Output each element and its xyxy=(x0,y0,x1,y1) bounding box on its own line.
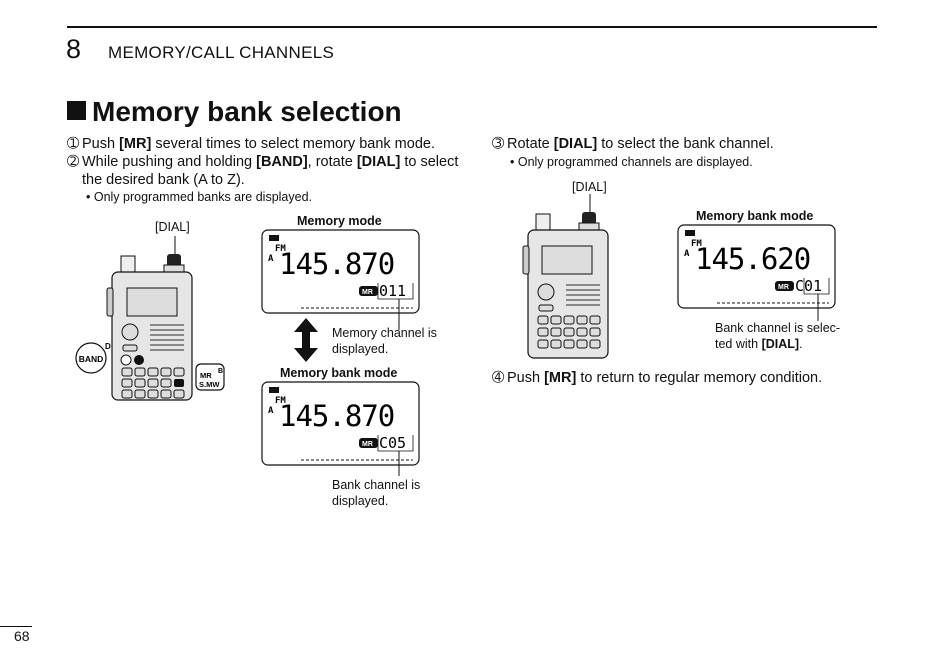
lcd-memory-bank-mode: FM A 145.870 MR C05 xyxy=(261,381,420,467)
lcd-bottom-frequency: 145.870 xyxy=(279,399,394,433)
step-3-text-b: to select the bank channel. xyxy=(597,136,774,152)
lcd-bottom-pointer xyxy=(398,452,400,476)
lcd-top-frequency: 145.870 xyxy=(279,247,394,281)
right-lcd-frequency: 145.620 xyxy=(695,242,810,276)
chapter-title: MEMORY/CALL CHANNELS xyxy=(108,43,335,62)
lcd-memory-mode: FM A 145.870 MR 011 xyxy=(261,229,420,315)
step-2-text: While pushing and holding xyxy=(82,154,257,170)
right-caption-1: Bank channel is selec- xyxy=(715,321,841,335)
band-key-label: BAND xyxy=(79,354,104,364)
bottom-caption-1: Bank channel is xyxy=(332,478,421,492)
right-caption-2-text: ted with xyxy=(715,337,762,351)
step-1-number: ➀ xyxy=(67,136,80,152)
right-lcd-heading: Memory bank mode xyxy=(696,209,814,223)
right-caption-2-key: [DIAL] xyxy=(761,337,800,351)
section-title-text: Memory bank selection xyxy=(92,96,402,127)
right-caption-2: ted with [DIAL]. xyxy=(715,336,803,352)
step-1-text-b: several times to select memory bank mode… xyxy=(151,136,435,152)
arrow-caption-2: displayed. xyxy=(332,342,389,356)
lcd-bottom-mr: MR xyxy=(362,441,373,448)
step-3-note: • Only programmed channels are displayed… xyxy=(510,155,753,169)
step-1-text: Push xyxy=(82,136,120,152)
step-4-key: [MR] xyxy=(544,370,577,386)
mr-key-callout xyxy=(195,363,225,391)
page-number: 68 xyxy=(14,628,30,644)
step-3-number: ➂ xyxy=(492,136,505,152)
step-2-note: • Only programmed banks are displayed. xyxy=(86,190,313,204)
left-dial-label: [DIAL] xyxy=(155,220,190,234)
lcd-top-mr: MR xyxy=(362,289,373,296)
top-rule xyxy=(67,26,877,28)
lcd-top-heading: Memory mode xyxy=(297,214,382,228)
mr-key-label: MR xyxy=(200,371,212,380)
lcd-top-band: A xyxy=(268,254,274,264)
lcd-bottom-mode: FM xyxy=(275,396,286,406)
band-key-callout xyxy=(75,342,107,374)
step-2-key-band: [BAND] xyxy=(256,154,308,170)
page-rule xyxy=(0,626,32,627)
bottom-caption-2: displayed. xyxy=(332,494,389,508)
lcd-top-channel: 011 xyxy=(379,282,406,300)
lcd-bottom-channel: C05 xyxy=(379,434,406,452)
step-2-text-b: , rotate xyxy=(307,154,357,170)
right-lcd-pointer xyxy=(817,295,819,321)
step-2-text-c: to select xyxy=(400,154,459,170)
right-lcd-memory-bank-mode: FM A 145.620 MR C01 xyxy=(677,224,836,310)
step-4-text: Push xyxy=(507,370,545,386)
right-lcd-mr: MR xyxy=(778,284,789,291)
lcd-top-mode: FM xyxy=(275,244,286,254)
right-radio-illustration xyxy=(522,194,609,359)
step-3-text: Rotate xyxy=(507,136,554,152)
lcd-top-pointer xyxy=(398,300,400,330)
section-title: Memory bank selection xyxy=(67,96,402,128)
right-lcd-band: A xyxy=(684,249,690,259)
lcd-bottom-heading: Memory bank mode xyxy=(280,366,398,380)
step-4-text-b: to return to regular memory condition. xyxy=(576,370,823,386)
right-caption-2-period: . xyxy=(799,337,803,351)
chapter-number: 8 xyxy=(66,34,82,64)
step-3-key: [DIAL] xyxy=(553,136,598,152)
double-arrow-icon xyxy=(294,318,318,362)
left-radio-illustration: BAND D MR B S.MW xyxy=(75,236,225,401)
mr-key-letter: B xyxy=(218,368,223,375)
smw-key-label: S.MW xyxy=(199,380,220,389)
step-1-key: [MR] xyxy=(119,136,152,152)
lcd-bottom-band: A xyxy=(268,406,274,416)
right-lcd-channel: C01 xyxy=(795,277,822,295)
step-2-number: ➁ xyxy=(67,154,80,170)
step-2-line2: the desired bank (A to Z). xyxy=(82,172,245,188)
arrow-caption-1: Memory channel is xyxy=(332,326,437,340)
right-lcd-mode: FM xyxy=(691,239,702,249)
square-bullet-icon xyxy=(67,101,86,120)
band-key-sub: D xyxy=(105,342,111,351)
right-dial-label: [DIAL] xyxy=(572,180,607,194)
step-4-number: ➃ xyxy=(492,370,505,386)
step-2-key-dial: [DIAL] xyxy=(356,154,401,170)
